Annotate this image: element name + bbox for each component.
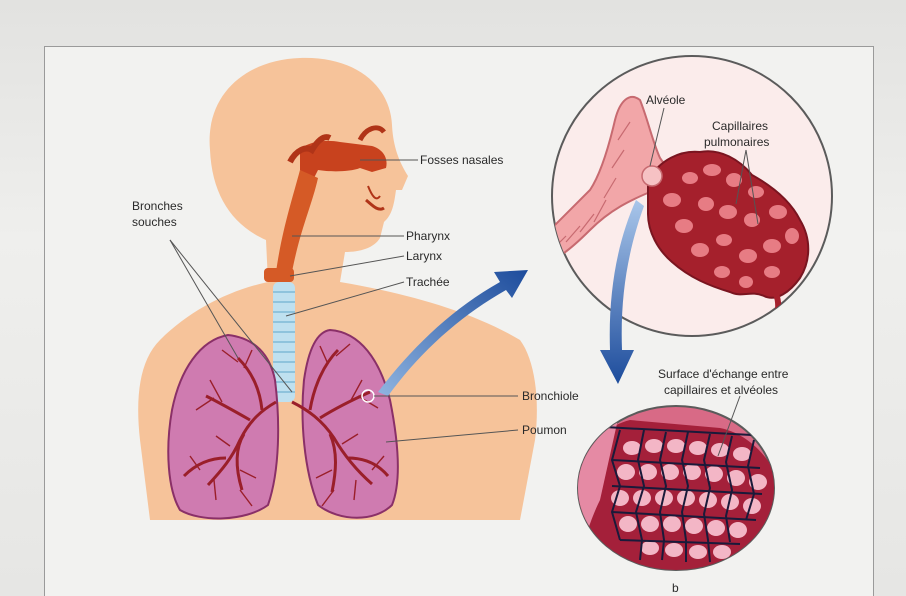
label-bronches: Bronches <box>132 199 183 213</box>
exchange-surface-detail <box>578 406 774 570</box>
label-surface-line2: capillaires et alvéoles <box>664 383 778 397</box>
label-poumon: Poumon <box>522 423 567 437</box>
label-trachee: Trachée <box>406 275 450 289</box>
alveoli-detail <box>540 56 832 336</box>
label-capillaires: Capillaires <box>712 119 768 133</box>
label-bronchiole: Bronchiole <box>522 389 579 403</box>
label-fosses-nasales: Fosses nasales <box>420 153 503 167</box>
label-pulmonaires: pulmonaires <box>704 135 769 149</box>
label-souches: souches <box>132 215 177 229</box>
label-alveole: Alvéole <box>646 93 686 107</box>
label-pharynx: Pharynx <box>406 229 450 243</box>
label-surface-line1: Surface d'échange entre <box>658 367 789 381</box>
label-larynx: Larynx <box>406 249 442 263</box>
panel-letter: b <box>672 581 679 595</box>
